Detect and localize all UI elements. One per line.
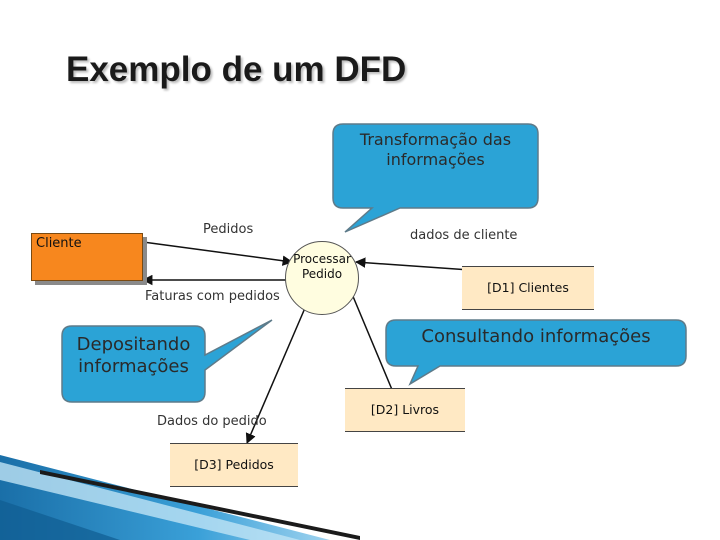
process-processar-pedido: Processar Pedido bbox=[285, 241, 359, 315]
flow-label-dados-pedido: Dados do pedido bbox=[157, 414, 267, 429]
callout-depositando-text: Depositando informações bbox=[62, 334, 205, 378]
data-store-clientes: [D1] Clientes bbox=[462, 266, 594, 310]
callout-transformacao-text: Transformação das informações bbox=[333, 130, 538, 170]
data-store-label: [D2] Livros bbox=[345, 402, 465, 417]
data-store-pedidos: [D3] Pedidos bbox=[170, 443, 298, 487]
process-label: Processar Pedido bbox=[286, 252, 358, 282]
page-title: Exemplo de um DFD bbox=[66, 50, 406, 90]
flow-dados-cliente-arrow bbox=[356, 262, 470, 270]
external-entity-cliente: Cliente bbox=[31, 233, 143, 281]
flow-label-faturas: Faturas com pedidos bbox=[145, 289, 280, 304]
flow-label-dados-cliente: dados de cliente bbox=[410, 228, 517, 243]
external-entity-label: Cliente bbox=[36, 236, 82, 251]
flow-pedidos-arrow bbox=[143, 242, 292, 262]
data-store-label: [D1] Clientes bbox=[462, 280, 594, 295]
callout-consultando-text: Consultando informações bbox=[386, 326, 686, 348]
data-store-label: [D3] Pedidos bbox=[170, 457, 298, 472]
flow-label-pedidos: Pedidos bbox=[203, 222, 253, 237]
data-store-livros: [D2] Livros bbox=[345, 388, 465, 432]
